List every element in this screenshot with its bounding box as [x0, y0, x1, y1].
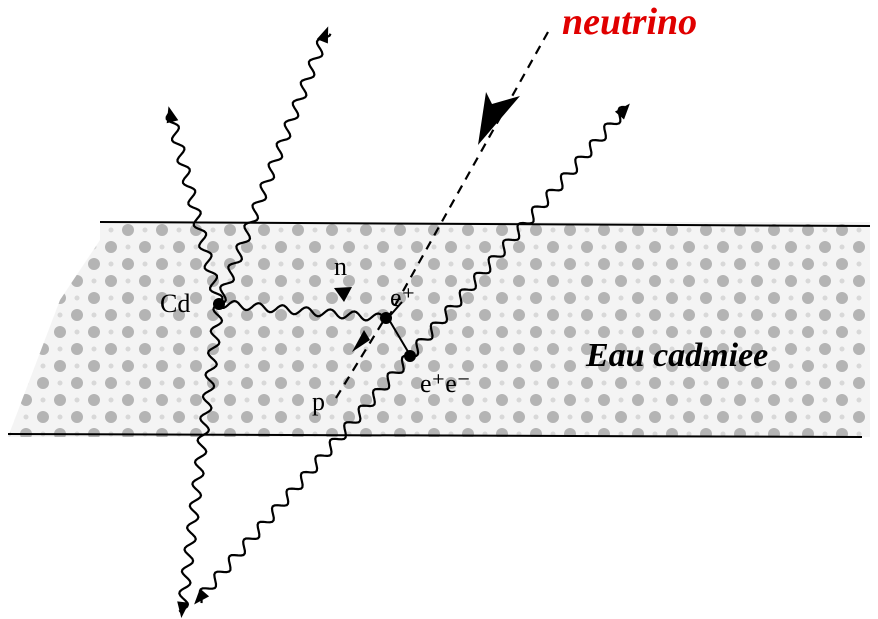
photon-cd-up-left-arrow-icon: [167, 106, 179, 123]
neutrino-arrow-icon: [478, 92, 520, 145]
positron-label: e⁺: [390, 283, 415, 312]
interaction-vertex: [380, 312, 392, 324]
neutrino-label: neutrino: [562, 1, 697, 43]
medium-label: Eau cadmiee: [585, 337, 768, 374]
cadmium-water-band: [8, 222, 870, 437]
proton-label: p: [312, 387, 325, 416]
photon-cd-down-arrow-icon: [177, 601, 189, 618]
cd-label: Cd: [160, 289, 190, 318]
annihilation-label: e⁺e⁻: [420, 369, 471, 398]
neutron-label: n: [334, 252, 347, 281]
cadmium-capture-vertex: [213, 298, 225, 310]
annihilation-vertex: [404, 350, 416, 362]
